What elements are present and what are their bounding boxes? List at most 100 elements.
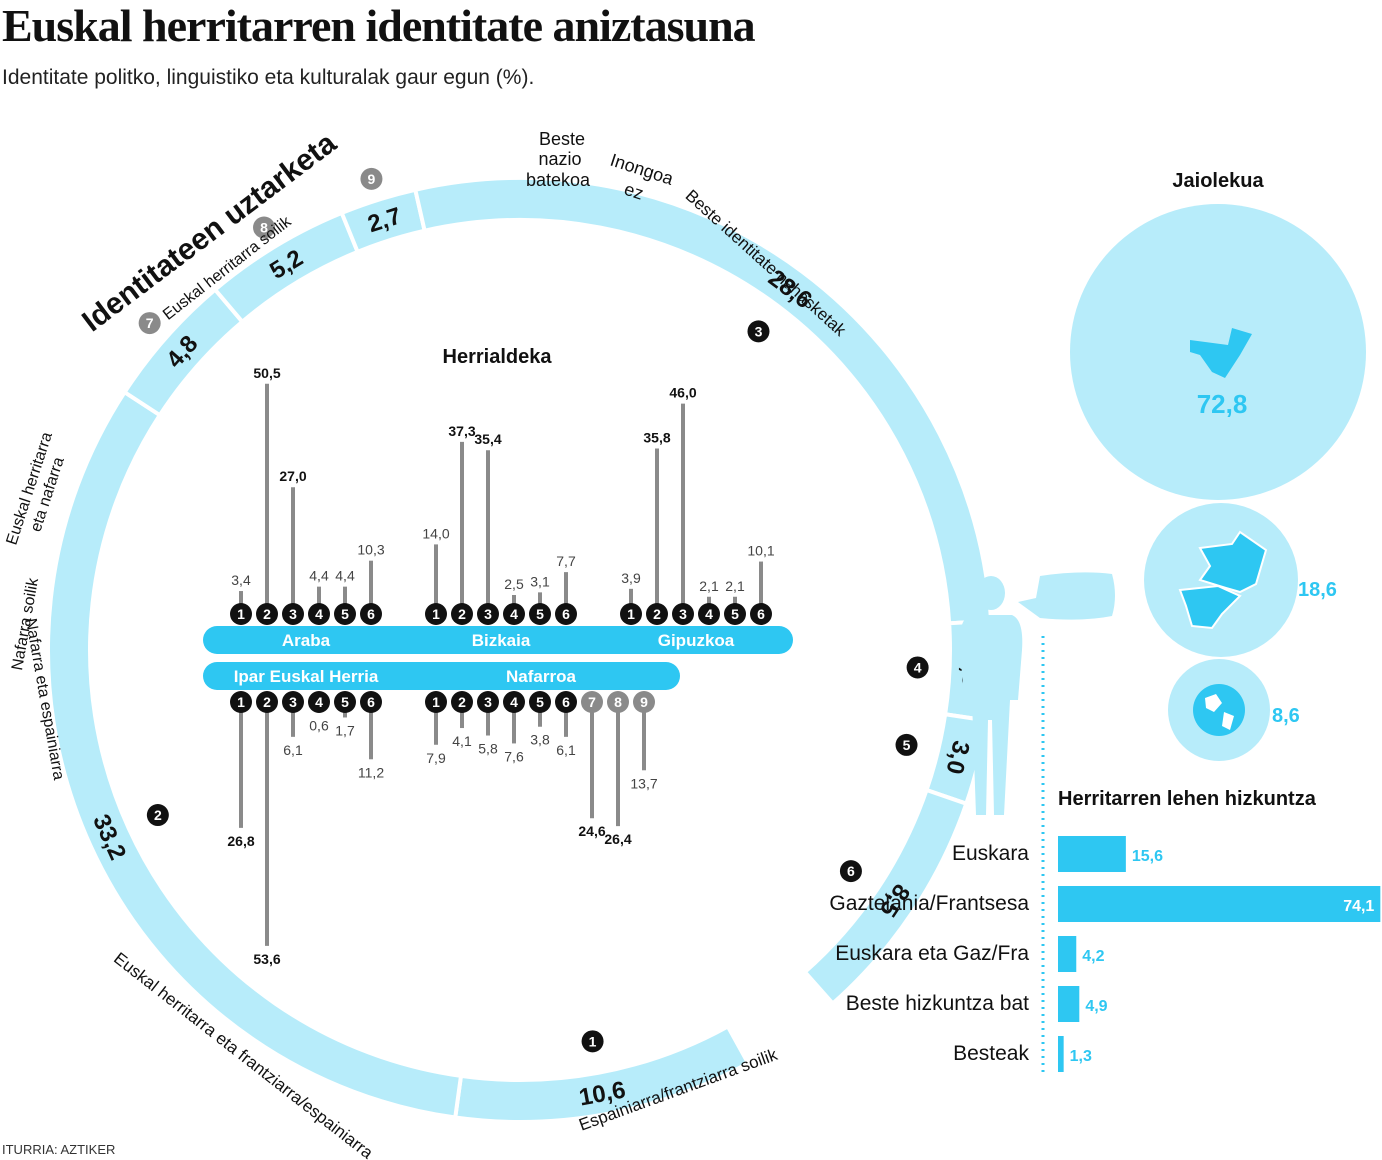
province-3-badge	[477, 603, 499, 625]
province-5-badge-number: 5	[341, 606, 349, 622]
language-category: Besteak	[953, 1042, 1029, 1065]
province-value: 27,0	[279, 468, 306, 484]
birthplace-value: 72,8	[1197, 389, 1248, 419]
province-7-badge	[581, 691, 603, 713]
province-6-badge-number: 6	[367, 694, 375, 710]
language-chart-title: Herritarren lehen hizkuntza	[1058, 788, 1317, 810]
province-2-badge-number: 2	[458, 606, 466, 622]
province-4-badge-number: 4	[315, 606, 323, 622]
province-6-badge-number: 6	[757, 606, 765, 622]
spain-france-map-icon	[1198, 530, 1268, 594]
province-value: 7,7	[556, 553, 576, 569]
province-value: 2,1	[699, 578, 719, 594]
province-value: 7,9	[426, 750, 446, 766]
province-1-badge-number: 1	[237, 694, 245, 710]
province-name-araba: Araba	[282, 631, 331, 650]
province-5-badge-number: 5	[536, 606, 544, 622]
province-5-badge	[529, 603, 551, 625]
province-value: 46,0	[669, 385, 696, 401]
province-value: 3,1	[530, 573, 550, 589]
province-1-badge-number: 1	[432, 606, 440, 622]
province-3-badge-number: 3	[679, 606, 687, 622]
donut-6-badge	[839, 860, 862, 883]
donut-segment-2	[46, 389, 464, 1120]
language-category: Euskara	[952, 842, 1029, 865]
province-6-badge	[360, 603, 382, 625]
globe-land-icon	[1205, 694, 1234, 730]
province-value: 4,4	[309, 568, 329, 584]
province-4-badge	[503, 603, 525, 625]
donut-label-4c: batekoa	[526, 170, 591, 190]
province-5-badge	[334, 603, 356, 625]
province-4-badge	[503, 691, 525, 713]
province-3-badge-number: 3	[484, 694, 492, 710]
province-value: 6,1	[556, 742, 576, 758]
language-bar	[1058, 886, 1381, 922]
province-6-badge	[555, 603, 577, 625]
language-category: Euskara eta Gaz/Fra	[835, 942, 1029, 965]
donut-1-badge-number: 1	[589, 1033, 597, 1049]
province-4-badge-number: 4	[510, 694, 518, 710]
province-3-badge	[282, 603, 304, 625]
province-value: 11,2	[358, 764, 384, 780]
province-band-bottom	[203, 662, 680, 690]
province-name-gipuzkoa: Gipuzkoa	[658, 631, 735, 650]
province-3-badge	[672, 603, 694, 625]
language-value: 15,6	[1132, 848, 1163, 865]
province-2-badge	[256, 603, 278, 625]
province-3-badge-number: 3	[289, 694, 297, 710]
language-bar	[1058, 936, 1077, 972]
province-2-badge	[451, 691, 473, 713]
province-value: 6,1	[283, 742, 303, 758]
donut-5-badge-number: 5	[903, 737, 911, 753]
donut-7-badge-number: 7	[146, 315, 154, 331]
province-value: 5,8	[478, 741, 498, 757]
person-head-icon	[977, 576, 1005, 610]
province-6-badge-number: 6	[367, 606, 375, 622]
province-value: 26,8	[227, 833, 254, 849]
province-1-badge-number: 1	[627, 606, 635, 622]
province-name-bizkaia: Bizkaia	[472, 631, 531, 650]
province-6-badge	[555, 691, 577, 713]
province-4-badge-number: 4	[315, 694, 323, 710]
chart-subtitle: Identitate politko, linguistiko eta kult…	[2, 66, 535, 89]
language-category: Beste hizkuntza bat	[846, 992, 1029, 1015]
province-value: 13,7	[630, 775, 657, 791]
province-3-badge	[282, 691, 304, 713]
province-value: 7,6	[504, 748, 524, 764]
donut-9-badge	[360, 167, 383, 190]
province-4-badge	[308, 603, 330, 625]
province-value: 3,4	[231, 572, 251, 588]
donut-5-badge	[895, 733, 918, 756]
province-1-badge	[620, 603, 642, 625]
province-6-badge	[360, 691, 382, 713]
language-bar	[1058, 836, 1126, 872]
province-8-badge-number: 8	[614, 694, 622, 710]
donut-label-4b: nazio	[538, 149, 581, 169]
province-value: 53,6	[253, 951, 280, 967]
province-4-badge	[698, 603, 720, 625]
province-5-badge	[529, 691, 551, 713]
chart-title: Euskal herritarren identitate aniztasuna	[2, 0, 756, 51]
province-value: 1,7	[335, 722, 355, 738]
donut-1-badge	[581, 1030, 604, 1053]
language-value: 4,9	[1085, 998, 1107, 1015]
source-note: ITURRIA: AZTIKER	[2, 1142, 116, 1157]
province-bar-chart: HerrialdekaAraba13,4250,5327,044,454,461…	[203, 346, 793, 967]
province-5-badge	[334, 691, 356, 713]
province-7-badge-number: 7	[588, 694, 596, 710]
province-value: 2,1	[725, 578, 745, 594]
donut-3-badge	[747, 320, 770, 343]
donut-8-badge-number: 8	[260, 219, 268, 235]
donut-7-badge	[138, 312, 161, 335]
province-1-badge	[230, 603, 252, 625]
province-value: 35,4	[474, 431, 501, 447]
province-2-badge-number: 2	[263, 694, 271, 710]
province-value: 37,3	[448, 423, 475, 439]
language-bar	[1058, 1036, 1064, 1072]
donut-segment-3	[412, 176, 994, 626]
province-value: 2,5	[504, 576, 524, 592]
donut-4-badge-number: 4	[914, 659, 922, 675]
